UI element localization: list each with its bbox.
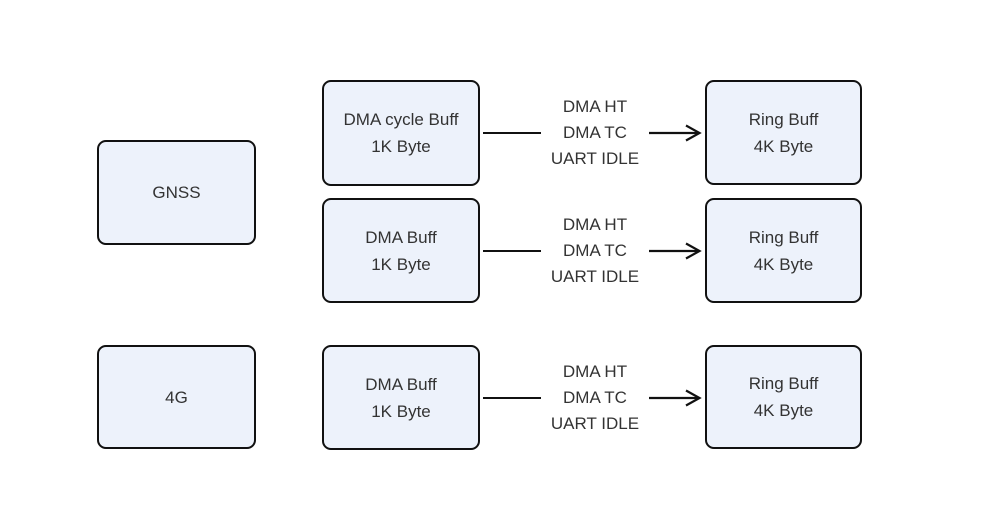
event-label: DMA TC [563,388,627,407]
node-4g-label: 4G [165,387,188,407]
connector-events-row2: DMA HT DMA TC UART IDLE [535,212,655,290]
node-ring-buff-3-size: 4K Byte [753,401,814,420]
arrow-icon [649,389,702,407]
event-label: UART IDLE [550,149,640,168]
node-ring-buff-1: Ring Buff 4K Byte [705,80,862,185]
connector-events-row1: DMA HT DMA TC UART IDLE [535,94,655,172]
connector-line-row1 [483,132,541,134]
arrow-icon [649,124,702,142]
node-dma-buff-3: DMA Buff 1K Byte [322,345,480,450]
event-label: DMA TC [563,241,627,260]
event-label: UART IDLE [550,414,640,433]
node-4g: 4G [97,345,256,449]
node-dma-buff-2-title: DMA Buff [365,227,437,247]
node-ring-buff-2: Ring Buff 4K Byte [705,198,862,303]
node-dma-cycle-buff-size: 1K Byte [371,137,431,156]
node-dma-buff-3-size: 1K Byte [371,401,431,421]
node-dma-cycle-buff-title: DMA cycle Buff [343,110,459,129]
node-dma-buff-2-size: 1K Byte [371,254,431,274]
node-dma-cycle-buff: DMA cycle Buff 1K Byte [322,80,480,186]
connector-line-row3 [483,397,541,399]
arrow-icon [649,242,702,260]
node-dma-buff-3-title: DMA Buff [365,374,437,394]
node-ring-buff-1-size: 4K Byte [753,136,814,156]
node-ring-buff-3: Ring Buff 4K Byte [705,345,862,449]
connector-events-row3: DMA HT DMA TC UART IDLE [535,359,655,437]
node-gnss: GNSS [97,140,256,245]
node-ring-buff-2-title: Ring Buff [748,227,819,247]
event-label: DMA HT [562,215,628,234]
node-ring-buff-1-title: Ring Buff [748,109,819,129]
event-label: DMA HT [562,362,628,381]
connector-line-row2 [483,250,541,252]
event-label: DMA TC [563,123,627,142]
event-label: UART IDLE [550,267,640,286]
event-label: DMA HT [562,97,628,116]
node-ring-buff-2-size: 4K Byte [753,254,814,274]
node-ring-buff-3-title: Ring Buff [748,374,819,393]
node-gnss-label: GNSS [152,183,201,202]
node-dma-buff-2: DMA Buff 1K Byte [322,198,480,303]
